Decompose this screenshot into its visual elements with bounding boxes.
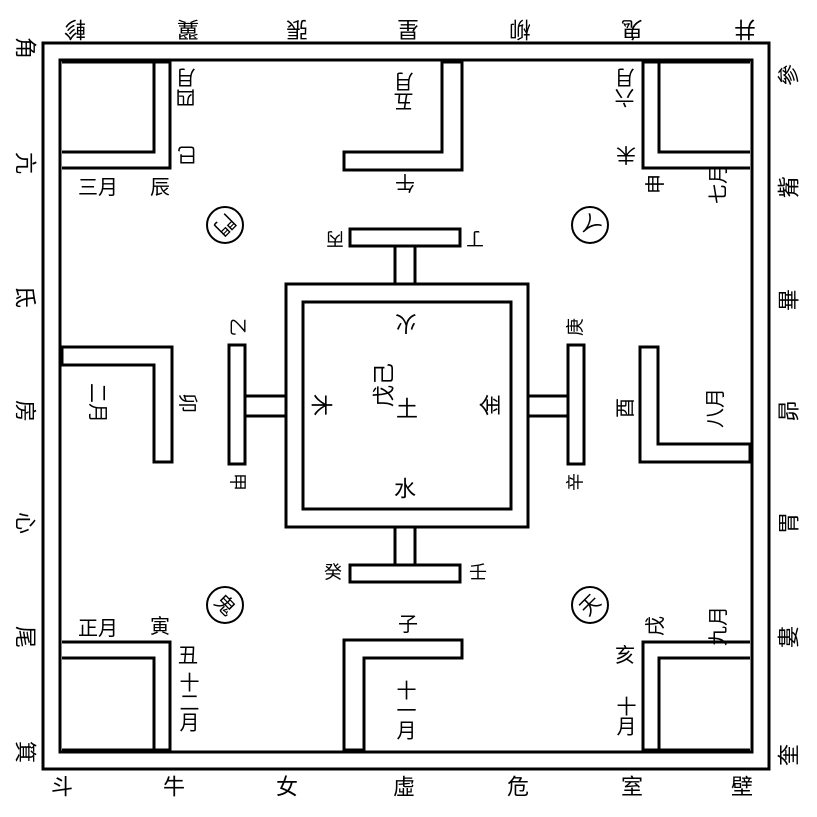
month-first: 正月	[78, 616, 118, 640]
mansion-bottom-2: 牛	[163, 776, 185, 801]
stem-geng: 庚	[566, 318, 587, 336]
stem-labels: 丙 丁 乙 甲 庚 辛 癸 壬	[227, 228, 587, 584]
mansion-top-5: 柳	[509, 16, 531, 41]
month-ninth: 九月	[706, 606, 730, 646]
mansion-bottom-4: 虛	[393, 776, 415, 801]
branch-wei: 未	[616, 143, 636, 167]
stem-gui: 癸	[324, 563, 342, 584]
mansion-left-5: 心	[12, 512, 37, 534]
mansion-top-2: 翼	[177, 16, 199, 41]
mansion-right-5: 胃	[778, 512, 803, 534]
mansion-left-1: 角	[12, 37, 37, 59]
mansion-top-6: 鬼	[621, 16, 643, 41]
month-second: 二月	[86, 383, 110, 423]
gate-circles	[206, 206, 609, 624]
branch-shen: 申	[643, 174, 667, 194]
month-sixth: 六月	[614, 68, 638, 108]
stem-bars	[227, 227, 586, 584]
mansion-top-7: 井	[734, 16, 756, 41]
branch-si: 巳	[177, 143, 197, 167]
mansion-right-6: 婁	[778, 626, 803, 648]
palace-middle-right: 酉 八月	[613, 388, 727, 428]
palace-top-right: 未 六月 申 七月	[614, 68, 730, 204]
mansion-labels: 軫 翼 張 星 柳 鬼 井 斗 牛 女 虛 危 室 壁 角 亢 氐 房 心 尾 …	[12, 16, 803, 801]
stem-ren: 壬	[469, 563, 487, 584]
mansion-bottom-3: 女	[276, 776, 298, 801]
palace-bottom-center: 子 十一月	[393, 612, 418, 740]
month-fifth: 五月	[393, 72, 417, 112]
month-seventh: 七月	[706, 164, 730, 204]
month-fourth: 四月	[175, 68, 199, 108]
month-eleventh: 十一月	[393, 680, 417, 740]
branch-mao: 卯	[176, 393, 200, 413]
palace-bottom-right: 戌 九月 亥 十月	[613, 606, 730, 736]
gate-ren: 人	[574, 209, 605, 240]
branch-zi: 子	[398, 612, 418, 636]
mansion-bottom-7: 壁	[731, 776, 753, 801]
mansion-left-7: 箕	[12, 741, 37, 763]
mansion-left-2: 亢	[12, 152, 37, 174]
element-water: 水	[394, 478, 416, 503]
stem-xin: 辛	[566, 473, 587, 491]
mansion-bottom-5: 危	[507, 776, 529, 801]
month-twelfth: 十二月	[176, 672, 200, 732]
center-stems: 戊己	[373, 363, 398, 407]
mansion-left-3: 氐	[12, 286, 37, 308]
branch-wu: 午	[395, 171, 415, 195]
mansion-bottom-6: 室	[621, 776, 643, 801]
mansion-right-4: 昴	[778, 400, 803, 422]
stem-ding: 丁	[466, 228, 484, 249]
palace-middle-left: 卯 二月	[86, 383, 200, 423]
side-brackets	[60, 60, 752, 752]
corner-brackets	[62, 60, 750, 752]
element-earth: 土	[396, 398, 418, 423]
gate-gui: 鬼	[209, 589, 240, 620]
mansion-top-4: 星	[397, 16, 419, 41]
element-wood: 木	[308, 394, 333, 416]
branch-chou: 丑	[178, 643, 198, 667]
month-third: 三月	[78, 175, 118, 199]
mansion-left-4: 房	[12, 400, 37, 422]
mansion-right-3: 畢	[778, 289, 803, 311]
mansion-left-6: 尾	[12, 626, 37, 648]
mansion-right-7: 奎	[778, 744, 803, 766]
branch-you: 酉	[613, 398, 637, 418]
mansion-top-1: 軫	[64, 16, 86, 41]
gate-tian: 天	[574, 589, 605, 620]
mansion-bottom-1: 斗	[51, 776, 73, 801]
mansion-right-2: 觜	[778, 176, 803, 198]
branch-hai: 亥	[615, 643, 635, 667]
element-metal: 金	[480, 394, 505, 416]
palace-bottom-left: 寅 正月 丑 十二月	[78, 614, 200, 732]
palace-top-left: 巳 四月 辰 三月	[78, 68, 199, 199]
element-fire: 火	[395, 310, 417, 335]
stem-bing: 丙	[326, 228, 344, 249]
mansion-top-3: 張	[286, 16, 308, 41]
gate-men: 門	[209, 209, 240, 240]
palace-top-center: 午 五月	[393, 72, 417, 195]
month-tenth: 十月	[613, 696, 637, 736]
stem-jia: 甲	[227, 473, 248, 491]
stem-yi: 乙	[227, 318, 248, 336]
outer-frame	[41, 41, 771, 771]
branch-chen: 辰	[150, 175, 170, 199]
month-eighth: 八月	[703, 388, 727, 428]
branch-yin: 寅	[150, 614, 170, 638]
element-labels: 火 木 金 水 戊己 土	[308, 310, 505, 503]
mansion-right-1: 參	[778, 64, 803, 86]
branch-xu: 戌	[643, 616, 667, 636]
